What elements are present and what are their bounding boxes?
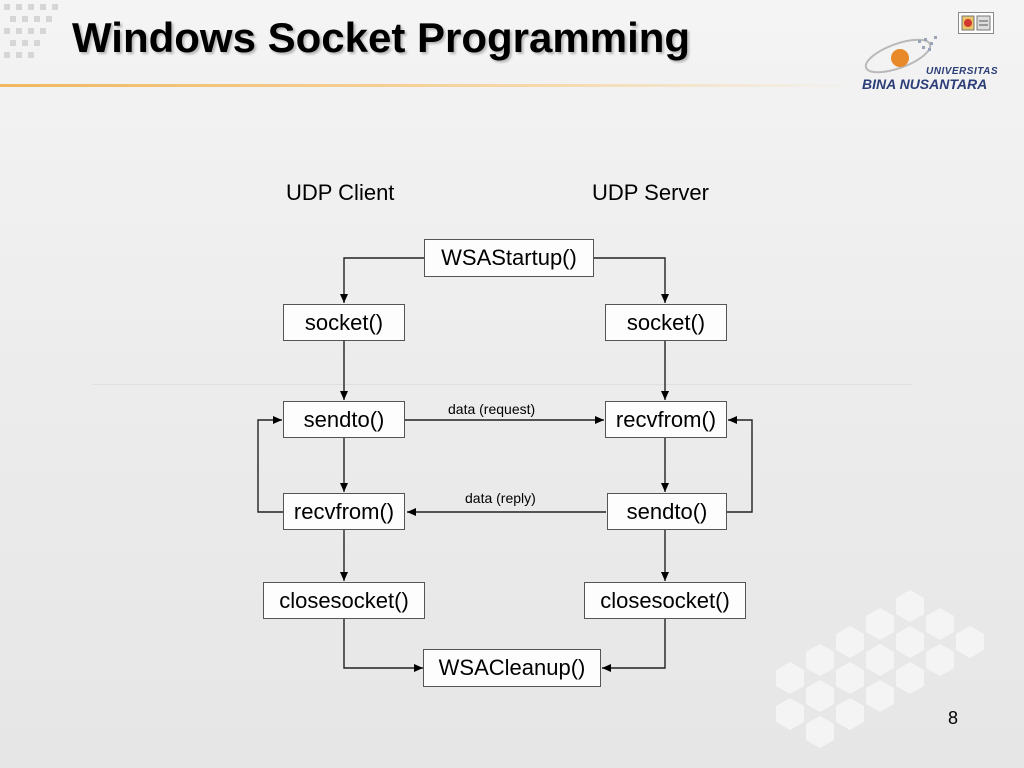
background-rule	[92, 384, 912, 385]
logo-text-universitas: UNIVERSITAS	[926, 66, 998, 77]
client-closesocket-box: closesocket()	[263, 582, 425, 619]
client-socket-box: socket()	[283, 304, 405, 341]
background-hex-pattern	[776, 590, 984, 748]
wsacleanup-box: WSACleanup()	[423, 649, 601, 687]
title-underline	[0, 84, 860, 87]
client-recvfrom-box: recvfrom()	[283, 493, 405, 530]
university-logo: UNIVERSITAS BINA NUSANTARA	[858, 30, 1004, 96]
client-column-label: UDP Client	[286, 180, 395, 205]
server-socket-box: socket()	[605, 304, 727, 341]
server-closesocket-box: closesocket()	[584, 582, 746, 619]
arrow-server-close-to-cleanup	[602, 619, 666, 672]
server-column-label: UDP Server	[592, 180, 709, 205]
logo-text-bina-nusantara: BINA NUSANTARA	[862, 76, 988, 92]
arrow-startup-to-server-socket	[594, 257, 669, 303]
arrow-client-close-to-cleanup	[343, 619, 423, 672]
page-number: 8	[948, 708, 959, 728]
corner-dot-pattern	[4, 4, 58, 58]
wsastartup-box: WSAStartup()	[424, 239, 594, 277]
slide-title: Windows Socket Programming	[72, 14, 691, 61]
arrow-client-loop	[257, 416, 286, 513]
corner-badge-icon	[958, 12, 994, 34]
server-recvfrom-box: recvfrom()	[605, 401, 727, 438]
logo-emblem-icon	[864, 36, 937, 74]
client-sendto-box: sendto()	[283, 401, 405, 438]
reply-edge-label: data (reply)	[465, 490, 536, 506]
arrow-server-loop	[726, 416, 753, 513]
server-sendto-box: sendto()	[607, 493, 727, 530]
request-edge-label: data (request)	[448, 401, 536, 417]
arrow-startup-to-client-socket	[340, 257, 424, 303]
